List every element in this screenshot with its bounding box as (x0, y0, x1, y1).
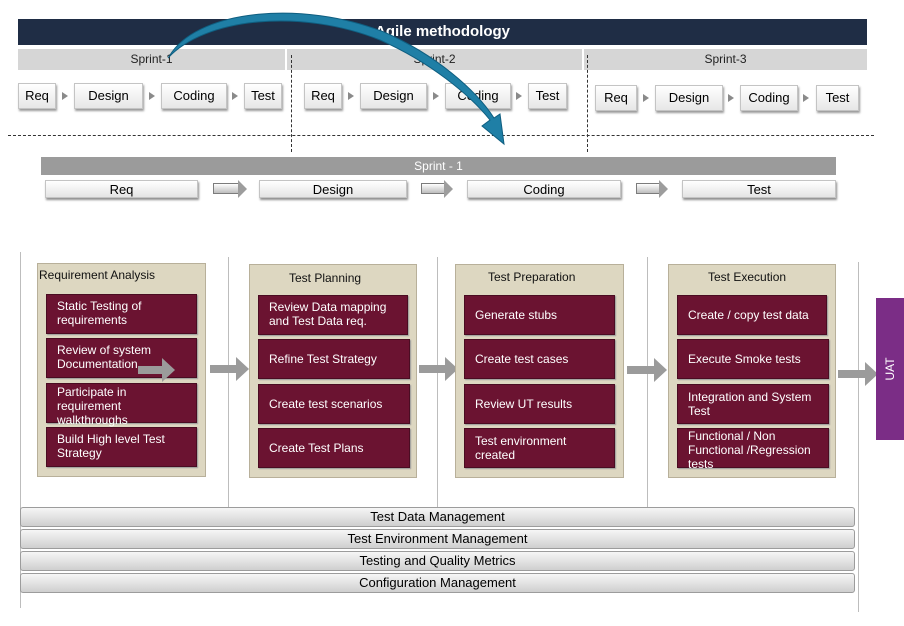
sprint-1-detail-header: Sprint - 1 (41, 157, 836, 175)
flow-arrow-icon (838, 370, 866, 378)
phase-divider (20, 252, 21, 608)
task-box: Create / copy test data (677, 295, 827, 335)
sprint-2-step-req: Req (304, 83, 342, 109)
sprint-1-header: Sprint-1 (18, 49, 285, 70)
sprint-2-step-test: Test (528, 83, 567, 109)
task-box: Integration and System Test (677, 384, 829, 424)
sprint-divider (291, 55, 292, 152)
block-arrow-head-icon (444, 180, 453, 198)
sprint-3-step-req: Req (595, 85, 637, 111)
sprint-1-detail-coding: Coding (467, 180, 621, 198)
flow-arrow-icon (210, 365, 237, 373)
task-box: Build High level Test Strategy (46, 427, 197, 467)
task-label: Generate stubs (475, 308, 558, 322)
task-label: Execute Smoke tests (688, 352, 801, 366)
sprint-3-step-test: Test (816, 85, 859, 111)
sprint-1-detail-design: Design (259, 180, 407, 198)
phase-divider (858, 262, 859, 612)
task-label: Create Test Plans (269, 441, 364, 455)
task-box: Create test cases (464, 339, 615, 379)
task-box: Create test scenarios (258, 384, 410, 424)
step-arrow-icon (348, 92, 354, 100)
flow-arrow-icon (627, 366, 655, 374)
task-label: Review of system Documentation (57, 343, 152, 371)
sprint-2-step-design: Design (360, 83, 427, 109)
task-label: Static Testing of requirements (57, 299, 142, 327)
phase-title: Test Execution (708, 270, 787, 284)
task-label: Integration and System Test (688, 390, 812, 418)
flow-arrow-icon (419, 365, 446, 373)
management-bar: Test Data Management (20, 507, 855, 527)
task-label: Participate in requirement walkthroughs (57, 385, 128, 427)
flow-arrow-head-icon (654, 358, 667, 382)
flow-arrow-head-icon (162, 358, 175, 382)
uat-label: UAT (883, 357, 897, 381)
phase-divider (228, 257, 229, 507)
uat-box: UAT (876, 298, 904, 440)
flow-arrow-icon (138, 366, 163, 374)
task-label: Review UT results (475, 397, 573, 411)
block-arrow-head-icon (238, 180, 247, 198)
task-box: Review UT results (464, 384, 615, 424)
task-label: Create / copy test data (688, 308, 809, 322)
task-box: Generate stubs (464, 295, 615, 335)
task-box: Create Test Plans (258, 428, 410, 468)
step-arrow-icon (433, 92, 439, 100)
sprint-1-step-test: Test (244, 83, 282, 109)
dashed-divider (8, 135, 874, 136)
sprint-divider (587, 55, 588, 152)
task-box: Execute Smoke tests (677, 339, 829, 379)
sprint-3-step-coding: Coding (740, 85, 798, 111)
management-bar: Test Environment Management (20, 529, 855, 549)
sprint-1-detail-req: Req (45, 180, 198, 198)
task-box: Review Data mapping and Test Data req. (258, 295, 408, 335)
task-label: Test environment created (475, 434, 567, 462)
task-box: Participate in requirement walkthroughs (46, 383, 197, 427)
sprint-1-step-coding: Coding (161, 83, 227, 109)
task-label: Review Data mapping and Test Data req. (269, 300, 387, 328)
step-arrow-icon (516, 92, 522, 100)
phase-title: Test Planning (289, 271, 362, 285)
page-title: Agile methodology (18, 19, 867, 45)
step-arrow-icon (728, 94, 734, 102)
step-arrow-icon (62, 92, 68, 100)
management-bar: Configuration Management (20, 573, 855, 593)
flow-arrow-head-icon (445, 357, 458, 381)
phase-divider (437, 257, 438, 507)
task-box: Refine Test Strategy (258, 339, 410, 379)
sprint-1-detail-test: Test (682, 180, 836, 198)
step-arrow-icon (643, 94, 649, 102)
task-label: Build High level Test Strategy (57, 432, 165, 460)
task-label: Create test scenarios (269, 397, 383, 411)
step-arrow-icon (803, 94, 809, 102)
sprint-1-step-design: Design (74, 83, 143, 109)
block-arrow-head-icon (659, 180, 668, 198)
flow-arrow-head-icon (236, 357, 249, 381)
phase-title: Test Preparation (488, 270, 576, 284)
task-box: Functional / Non Functional /Regression … (677, 428, 829, 471)
sprint-3-header: Sprint-3 (584, 49, 867, 70)
phase-divider (647, 257, 648, 507)
management-bar: Testing and Quality Metrics (20, 551, 855, 571)
flow-arrow-head-icon (865, 362, 878, 386)
task-box: Test environment created (464, 428, 615, 468)
sprint-3-step-design: Design (655, 85, 723, 111)
task-label: Create test cases (475, 352, 569, 366)
sprint-1-step-req: Req (18, 83, 56, 109)
task-box: Static Testing of requirements (46, 294, 197, 334)
task-label: Refine Test Strategy (269, 352, 377, 366)
task-label: Functional / Non Functional /Regression … (688, 429, 811, 471)
step-arrow-icon (149, 92, 155, 100)
step-arrow-icon (232, 92, 238, 100)
phase-title: Requirement Analysis (39, 268, 156, 282)
